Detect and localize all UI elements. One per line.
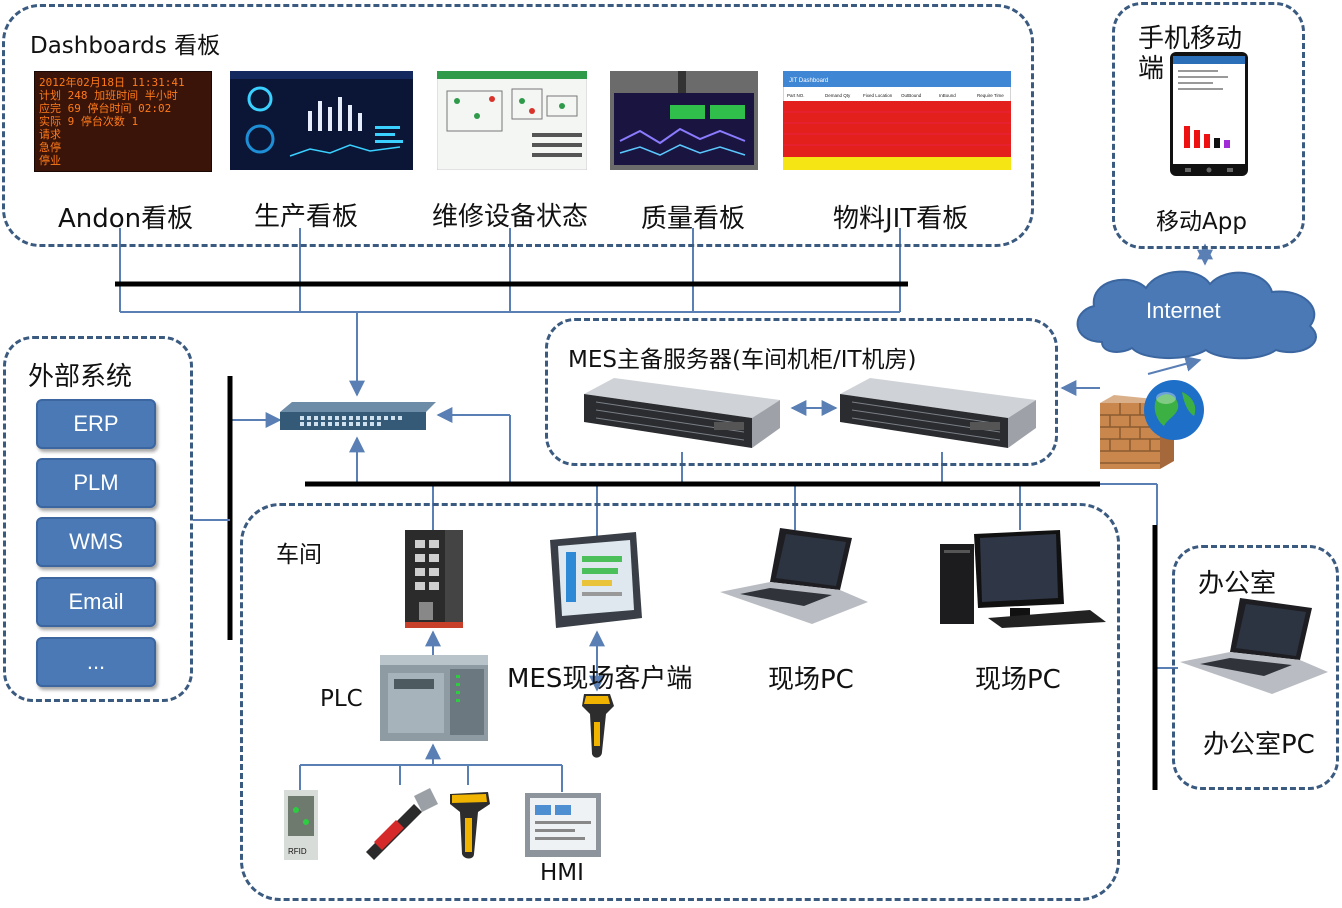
mobile-phone-icon bbox=[1170, 52, 1248, 176]
jit-screen: JIT Dashboard Part NO. Demand Qty Fixed Lo… bbox=[783, 71, 1011, 170]
dashboard-label-production: 生产看板 bbox=[254, 202, 359, 232]
system-erp: ERP bbox=[36, 399, 156, 449]
workshop-title: 车间 bbox=[276, 542, 322, 568]
system-plm: PLM bbox=[36, 458, 156, 508]
andon-line: 计划 248 加班时间 半小时 bbox=[39, 89, 178, 102]
industrial-switch-icon bbox=[405, 530, 463, 628]
hmi-label: HMI bbox=[540, 860, 584, 886]
rfid-label: RFID bbox=[288, 847, 307, 856]
dashboards-group bbox=[2, 4, 1034, 247]
andon-line: 急停 bbox=[39, 141, 61, 154]
plc-label: PLC bbox=[320, 686, 363, 712]
jit-column-header: Fixed Location bbox=[863, 93, 893, 98]
dashboard-label-andon: Andon看板 bbox=[58, 204, 194, 234]
mobile-group bbox=[1112, 2, 1305, 249]
production-dashboard-screen bbox=[230, 71, 413, 170]
andon-screen: 2012年02月18日 11:31:41 计划 248 加班时间 半小时 应完 … bbox=[34, 71, 212, 172]
office-pc-laptop-icon bbox=[1180, 598, 1328, 694]
network-switch-icon bbox=[280, 402, 436, 430]
jit-title: JIT Dashboard bbox=[789, 78, 828, 84]
office-group bbox=[1172, 545, 1339, 790]
rfid-reader-icon: RFID bbox=[284, 790, 318, 860]
system-wms: WMS bbox=[36, 517, 156, 567]
external-systems-group bbox=[3, 336, 193, 702]
office-title: 办公室 bbox=[1198, 569, 1277, 599]
mobile-app-label: 移动App bbox=[1156, 209, 1247, 235]
primary-server-icon bbox=[584, 378, 780, 448]
andon-line: 2012年02月18日 11:31:41 bbox=[39, 76, 185, 89]
system-more: ... bbox=[36, 637, 156, 687]
globe-icon bbox=[1144, 380, 1204, 440]
office-pc-label: 办公室PC bbox=[1203, 730, 1315, 760]
maintenance-screen bbox=[437, 71, 587, 170]
jit-column-header: InBound bbox=[939, 93, 956, 98]
torque-tool-icon bbox=[366, 788, 438, 860]
internet-label: Internet bbox=[1146, 298, 1221, 323]
jit-column-header: Require Time bbox=[977, 93, 1004, 98]
workshop-group bbox=[240, 503, 1120, 901]
dashboard-label-maintenance: 维修设备状态 bbox=[432, 202, 589, 232]
andon-line: 停业 bbox=[39, 154, 61, 167]
mes-client-label: MES现场客户端 bbox=[507, 664, 693, 694]
andon-line: 应完 69 停台时间 02:02 bbox=[39, 102, 172, 115]
dashboard-label-quality: 质量看板 bbox=[641, 204, 746, 234]
hmi-panel-icon bbox=[525, 793, 601, 857]
jit-column-header: Part NO. bbox=[787, 93, 805, 98]
dashboard-label-jit: 物料JIT看板 bbox=[833, 204, 969, 234]
plc-barcode-scanner-icon bbox=[450, 792, 490, 859]
jit-column-header: Demand Qty bbox=[825, 93, 851, 98]
internet-cloud bbox=[1076, 270, 1317, 360]
jit-column-header: OutBound bbox=[901, 93, 922, 98]
field-pc-2-label: 现场PC bbox=[975, 665, 1061, 695]
field-pc-desktop-icon bbox=[940, 530, 1106, 628]
servers-group bbox=[545, 318, 1058, 466]
quality-screen bbox=[610, 71, 758, 170]
mobile-title: 手机移动端 bbox=[1138, 24, 1243, 84]
system-email: Email bbox=[36, 577, 156, 627]
external-systems-title: 外部系统 bbox=[28, 362, 133, 392]
field-pc-laptop-icon bbox=[720, 528, 868, 624]
backup-server-icon bbox=[840, 378, 1036, 448]
barcode-scanner-icon bbox=[582, 694, 614, 758]
andon-line: 请求 bbox=[39, 128, 61, 141]
field-pc-1-label: 现场PC bbox=[768, 665, 854, 695]
mes-client-panel-icon bbox=[550, 532, 642, 628]
servers-title: MES主备服务器(车间机柜/IT机房) bbox=[568, 347, 917, 373]
andon-line: 实际 9 停台次数 1 bbox=[39, 115, 139, 128]
plc-icon bbox=[380, 655, 488, 741]
dashboards-title: Dashboards 看板 bbox=[30, 33, 221, 59]
